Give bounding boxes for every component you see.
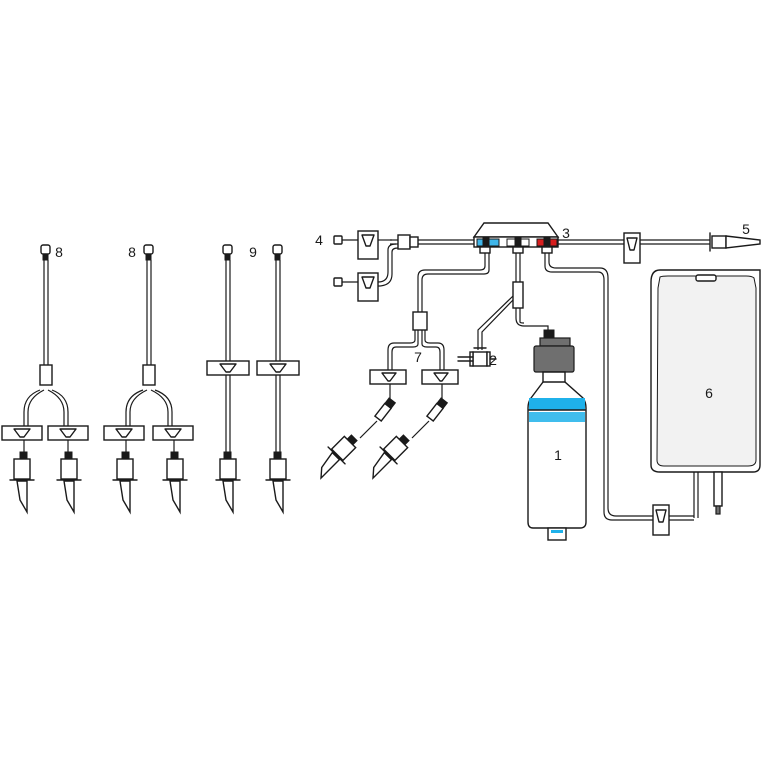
label-2: 2 — [489, 352, 497, 368]
label-3: 3 — [562, 225, 570, 241]
label-1: 1 — [554, 447, 562, 463]
label-6: 6 — [705, 385, 713, 401]
manifold-system — [320, 222, 761, 541]
single-line-set — [206, 244, 300, 515]
label-5: 5 — [742, 221, 750, 237]
part-labels: 1 2 3 4 5 6 7 8 8 9 — [55, 221, 750, 463]
y-set-b — [103, 244, 194, 515]
label-8-b: 8 — [128, 244, 136, 260]
label-8-a: 8 — [55, 244, 63, 260]
label-4: 4 — [315, 232, 323, 248]
label-7: 7 — [414, 349, 422, 365]
label-9: 9 — [249, 244, 257, 260]
y-set-a — [1, 244, 89, 515]
